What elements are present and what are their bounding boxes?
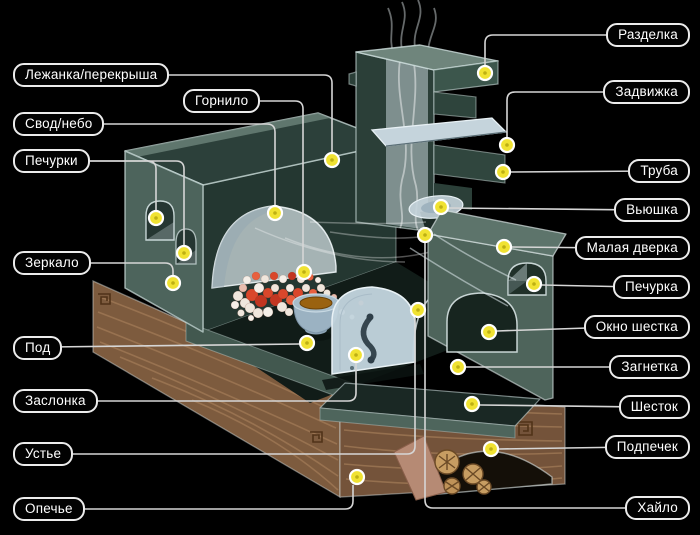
hood-curves (409, 233, 517, 307)
label-podpechek: Подпечек (604, 435, 690, 459)
label-zaslonka: Заслонка (13, 389, 98, 413)
label-vyushka: Вьюшка (614, 198, 690, 222)
pot (292, 293, 340, 341)
label-gornilo: Горнило (183, 89, 261, 113)
door-handle (360, 315, 377, 363)
label-zagnetka: Загнетка (609, 355, 690, 379)
leader-zerkalo (72, 262, 174, 275)
label-pechurki: Печурки (13, 149, 90, 173)
label-ustye: Устье (13, 442, 74, 466)
leader-khaylo (424, 243, 650, 509)
label-pechurka: Печурка (612, 275, 690, 299)
part-markers (147, 64, 543, 486)
label-malaya-dverka: Малая дверка (574, 236, 690, 260)
leader-svod (84, 123, 276, 205)
shestok-shelf (319, 382, 541, 439)
leader-razdelka (484, 34, 632, 65)
label-razdelka: Разделка (606, 23, 690, 47)
label-khaylo: Хайло (625, 496, 690, 520)
leader-zadvizhka (506, 91, 632, 137)
label-truba: Труба (628, 159, 690, 183)
stove-right-body (409, 209, 567, 401)
leader-zaslonka (78, 363, 357, 402)
label-lezhanka-perekrysha: Лежанка/перекрыша (13, 63, 170, 87)
leader-gornilo (240, 100, 304, 264)
label-zadvizhka: Задвижка (603, 80, 690, 104)
wood-knots (98, 293, 533, 443)
leader-lezhanka (140, 74, 333, 152)
leader-pod (48, 343, 300, 348)
label-shestok: Шесток (618, 395, 690, 419)
truba-step (433, 144, 506, 184)
leader-vyushka (448, 207, 643, 211)
leader-shestok (479, 404, 643, 408)
label-okno-shestka: Окно шестка (583, 315, 690, 339)
leader-opechye (66, 485, 354, 510)
label-svod-nebo: Свод/небо (13, 112, 105, 136)
leader-ustye (58, 318, 416, 455)
leader-pechurki-b (72, 160, 185, 245)
okno-shestka-arch (446, 292, 518, 353)
label-opechye: Опечье (13, 497, 85, 521)
label-pod: Под (13, 336, 63, 360)
smoke-wisps (387, 0, 437, 53)
label-zerkalo: Зеркало (13, 251, 91, 275)
log-ends (434, 449, 492, 495)
